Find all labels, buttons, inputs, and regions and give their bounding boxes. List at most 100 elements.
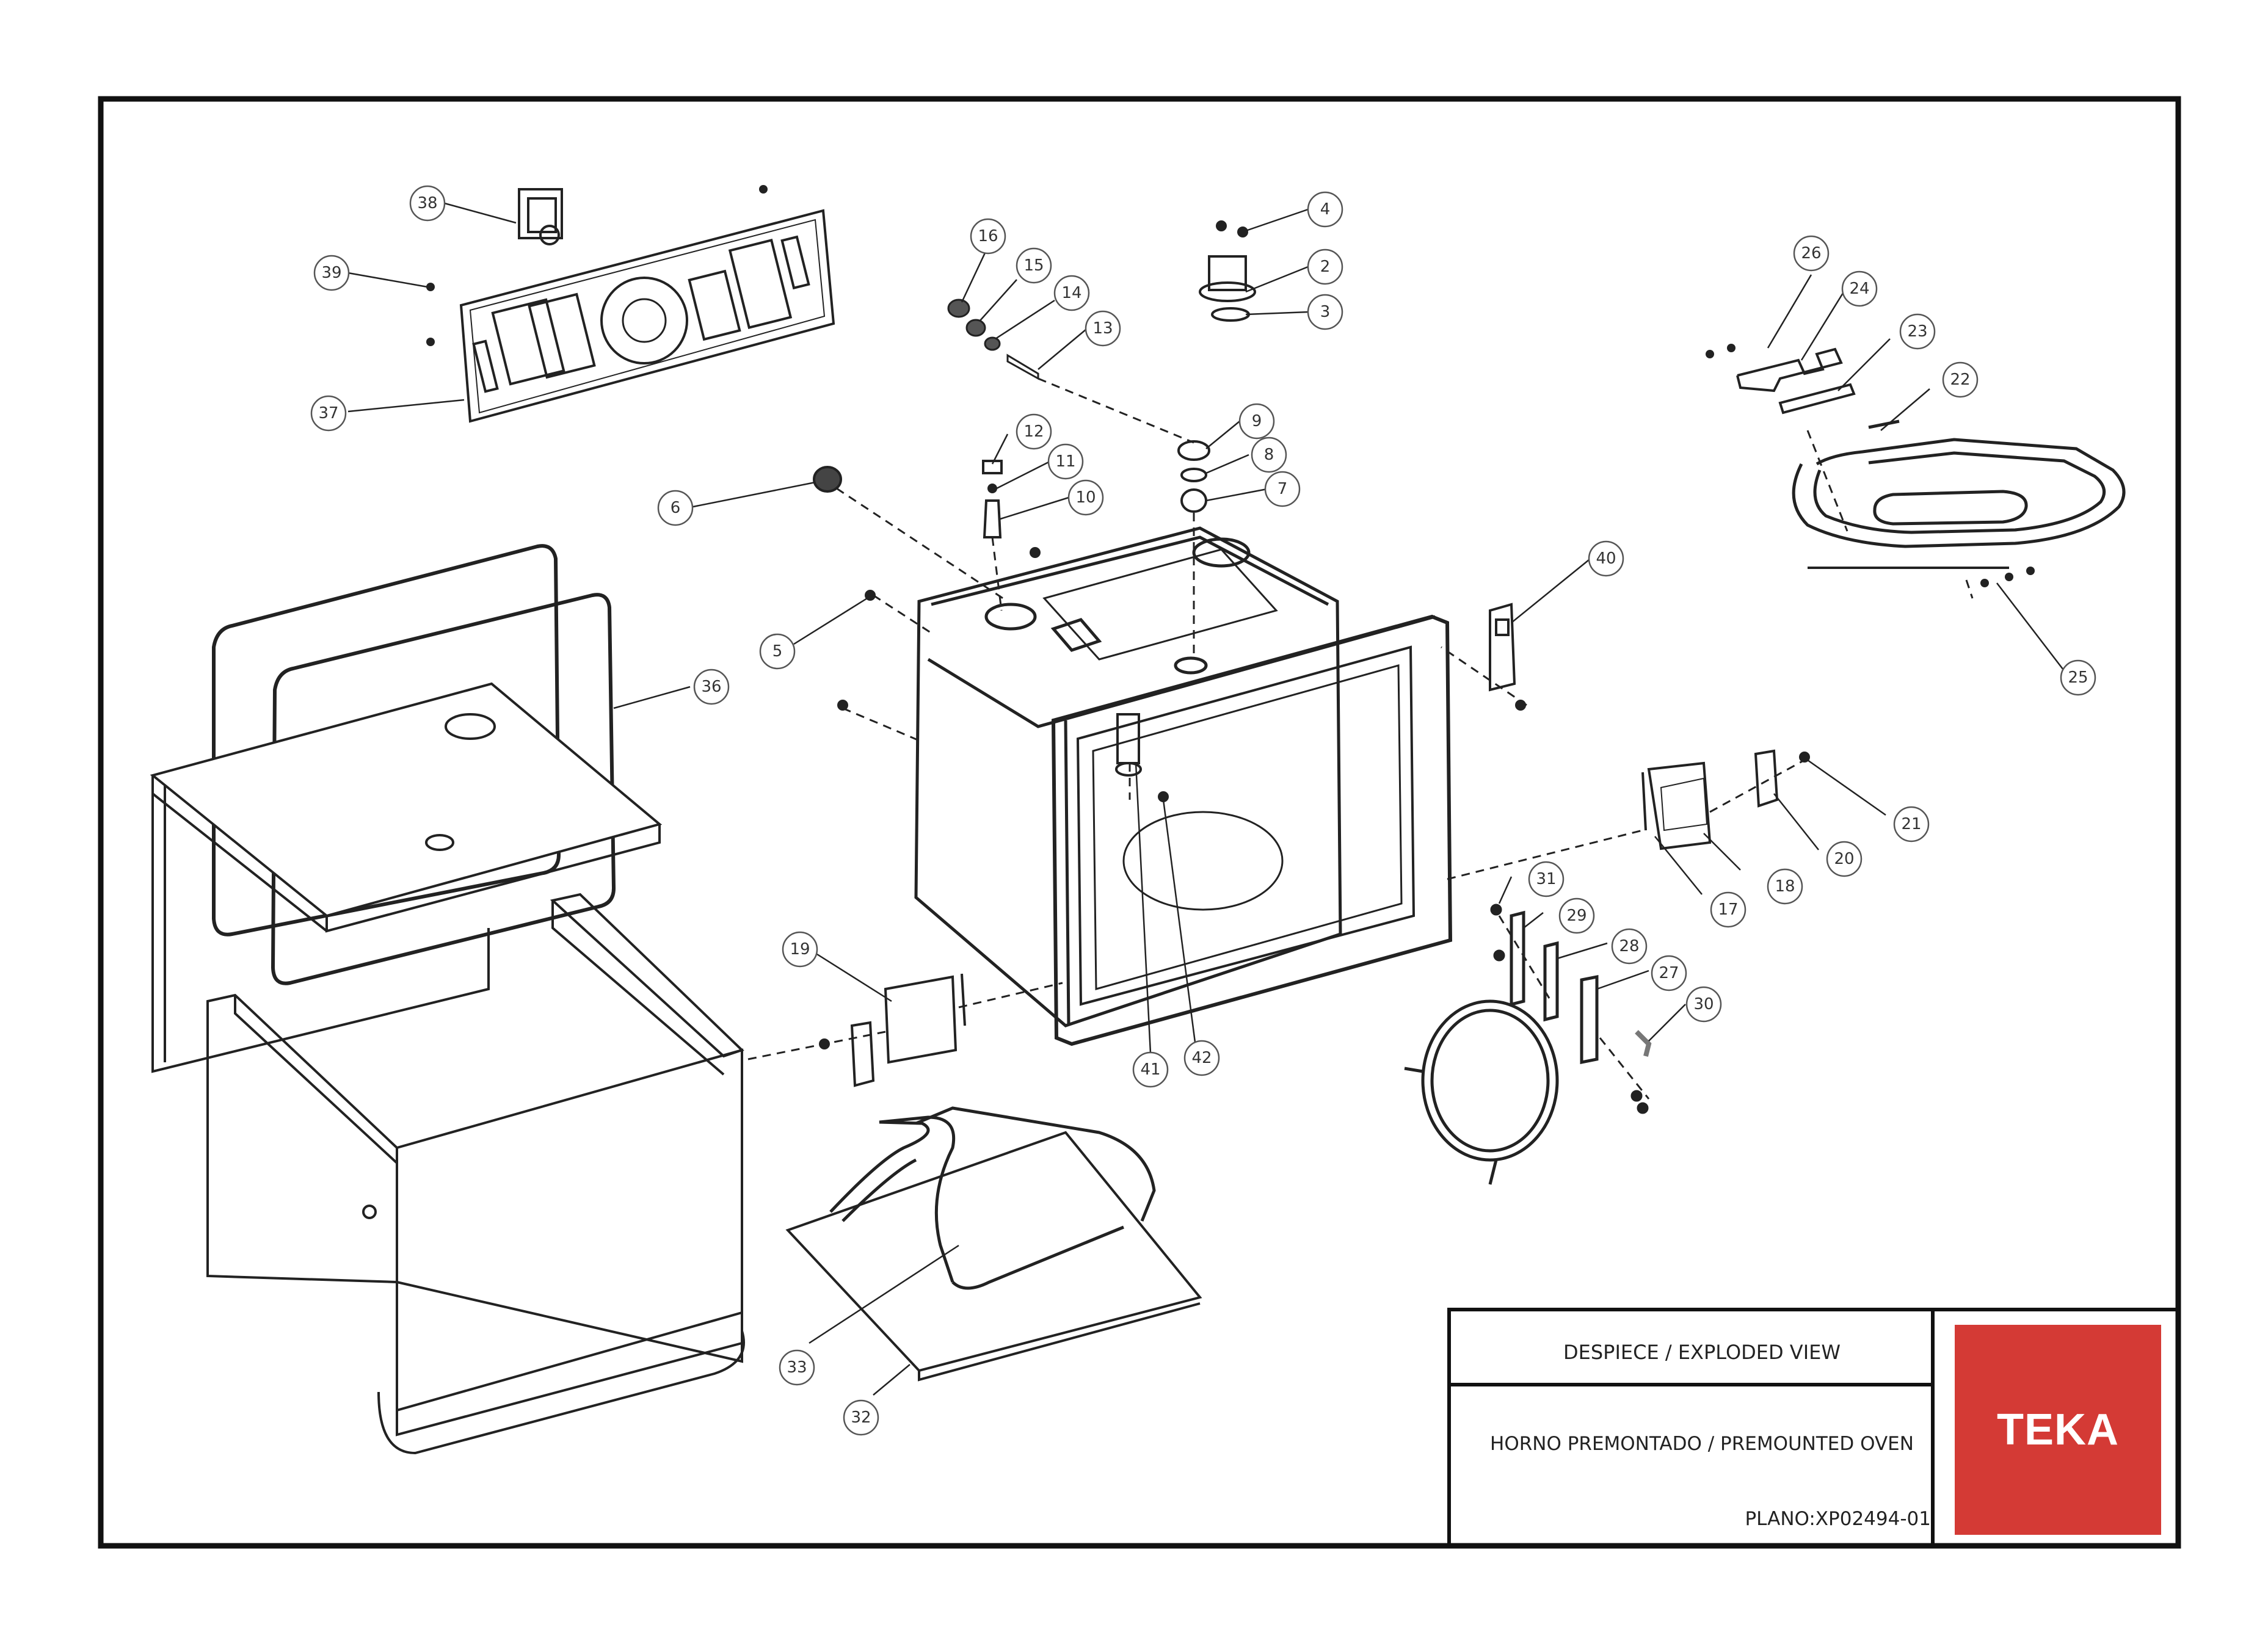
door-top-panel: [150, 682, 663, 933]
callout-3: 3: [1307, 294, 1343, 330]
oven-cavity: [914, 526, 1453, 1046]
callout-27: 27: [1651, 955, 1687, 991]
right-hinge-bracket: [1489, 603, 1526, 711]
drawing-title: DESPIECE / EXPLODED VIEW: [1563, 1341, 1841, 1364]
svg-text:16: 16: [978, 227, 998, 245]
svg-text:21: 21: [1901, 815, 1921, 833]
assembly-lines: [747, 377, 1974, 1100]
svg-text:39: 39: [321, 264, 341, 282]
callout-24: 24: [1841, 270, 1878, 307]
svg-text:32: 32: [851, 1408, 871, 1427]
svg-text:18: 18: [1775, 877, 1795, 896]
svg-text:23: 23: [1907, 322, 1927, 341]
svg-text:7: 7: [1278, 480, 1288, 498]
svg-text:5: 5: [772, 642, 783, 661]
callout-18: 18: [1767, 868, 1803, 905]
callout-38: 38: [409, 185, 446, 222]
callout-26: 26: [1793, 235, 1830, 272]
title-block: [1447, 1308, 2180, 1548]
callout-4: 4: [1307, 191, 1343, 228]
callout-19: 19: [782, 931, 818, 968]
teka-logo: TEKA: [1955, 1325, 2161, 1535]
door-side-frame: [151, 775, 490, 1073]
fan-motor: [518, 188, 563, 245]
svg-text:20: 20: [1834, 850, 1854, 868]
svg-text:30: 30: [1693, 995, 1714, 1013]
callout-14: 14: [1053, 275, 1090, 311]
callout-10: 10: [1067, 479, 1104, 516]
callout-22: 22: [1942, 361, 1979, 398]
svg-text:33: 33: [787, 1358, 807, 1377]
callout-21: 21: [1893, 806, 1930, 843]
svg-text:9: 9: [1252, 412, 1262, 430]
svg-text:27: 27: [1659, 964, 1679, 982]
svg-text:25: 25: [2068, 669, 2088, 687]
svg-text:6: 6: [671, 499, 681, 517]
callout-41: 41: [1132, 1051, 1169, 1088]
small-knobs: [947, 299, 1039, 380]
svg-text:36: 36: [701, 678, 721, 696]
left-rack-bracket: [819, 973, 966, 1087]
svg-text:8: 8: [1264, 446, 1274, 464]
callout-29: 29: [1558, 897, 1595, 934]
svg-text:2: 2: [1320, 258, 1331, 276]
callout-42: 42: [1183, 1040, 1220, 1076]
svg-text:22: 22: [1950, 371, 1970, 389]
callout-11: 11: [1047, 443, 1084, 480]
svg-text:17: 17: [1718, 901, 1738, 919]
outer-casing: [206, 893, 745, 1455]
grill-bracket: [1736, 347, 1856, 415]
svg-text:10: 10: [1075, 488, 1096, 507]
svg-text:29: 29: [1566, 907, 1587, 925]
svg-text:12: 12: [1023, 422, 1044, 441]
callout-37: 37: [310, 395, 347, 432]
right-rack-bracket: [1641, 749, 1810, 850]
svg-text:42: 42: [1191, 1049, 1212, 1067]
svg-text:11: 11: [1055, 452, 1075, 471]
callout-6: 6: [657, 490, 694, 526]
plan-number: PLANO:XP02494-01: [1745, 1508, 1931, 1530]
callout-13: 13: [1085, 310, 1121, 347]
thermostat: [1199, 220, 1256, 322]
callout-30: 30: [1685, 986, 1722, 1023]
callout-31: 31: [1528, 861, 1565, 897]
callout-20: 20: [1826, 841, 1863, 877]
product-name: HORNO PREMONTADO / PREMOUNTED OVEN: [1490, 1433, 1914, 1455]
callout-8: 8: [1251, 437, 1287, 473]
circular-element: [1404, 904, 1652, 1185]
callout-23: 23: [1899, 313, 1936, 350]
svg-text:14: 14: [1061, 284, 1081, 302]
callout-12: 12: [1016, 413, 1052, 450]
svg-text:41: 41: [1140, 1060, 1160, 1079]
brand-name: TEKA: [1997, 1405, 2119, 1454]
svg-text:38: 38: [417, 194, 437, 212]
callout-17: 17: [1710, 891, 1746, 928]
callout-2: 2: [1307, 248, 1343, 285]
callout-9: 9: [1238, 403, 1275, 440]
callout-15: 15: [1016, 247, 1052, 284]
svg-text:19: 19: [790, 940, 810, 959]
svg-text:26: 26: [1801, 244, 1821, 263]
svg-text:31: 31: [1536, 870, 1556, 888]
callout-40: 40: [1588, 540, 1624, 577]
callout-36: 36: [693, 669, 730, 705]
screws-top-left: [426, 185, 768, 346]
svg-text:24: 24: [1849, 280, 1869, 298]
callout-7: 7: [1264, 471, 1301, 507]
drawing-frame: [98, 96, 2181, 1549]
callout-28: 28: [1611, 928, 1648, 965]
lamp-fitting: [1115, 713, 1169, 802]
svg-text:3: 3: [1320, 303, 1331, 321]
callout-39: 39: [313, 255, 350, 291]
svg-text:28: 28: [1619, 937, 1639, 955]
svg-text:4: 4: [1320, 200, 1331, 219]
door-glass: [212, 544, 616, 985]
callout-16: 16: [970, 218, 1006, 255]
grill-screws: [1706, 344, 2035, 587]
callout-5: 5: [759, 633, 796, 670]
svg-text:13: 13: [1092, 319, 1113, 338]
callouts: 38 39 37 16 15 14 13 4 2 3 26 24 23 22 1…: [310, 185, 2096, 1436]
svg-text:37: 37: [318, 404, 338, 422]
grill-element: [1792, 419, 2126, 569]
